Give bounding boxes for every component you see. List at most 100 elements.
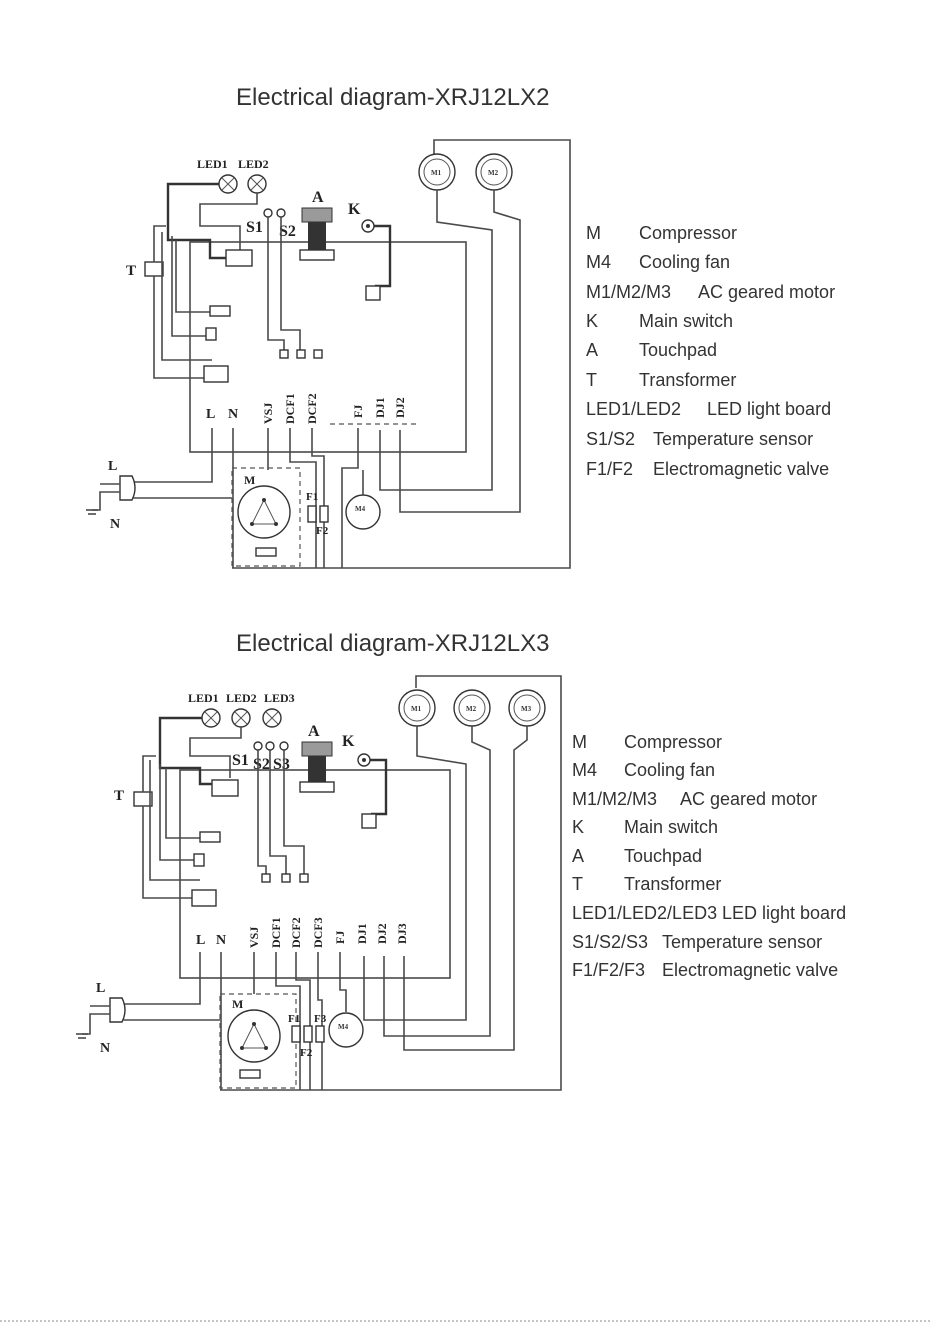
m2-motor: M2 [475,153,513,191]
led-wire [166,182,226,260]
f3-label-2: F3 [314,1013,327,1025]
legend-1-desc-7: Temperature sensor [653,429,813,449]
legend-2-key-3: K [572,817,584,837]
legend-1-desc-6: LED light board [707,399,831,419]
terminal-fj-2: FJ [333,931,347,944]
legend-2-key-5: T [572,874,583,894]
led2-wire-2 [189,727,242,778]
led2-wire [199,193,258,250]
valve-f1 [307,505,317,523]
s2-socket [296,349,306,359]
led3-label-2: LED3 [264,691,295,705]
diagram-2-title: Electrical diagram-XRJ12LX3 [236,630,550,657]
dcf3-wire-2 [317,952,323,1090]
legend-2-key-4: A [572,846,584,866]
legend-1-key-8: F1/F2 [586,459,633,479]
power-plug: L N [86,459,232,532]
s2-wire [280,217,301,350]
diagram-2: M1 M2 M3 LED1 LED2 [76,675,846,1091]
compressor-m: M [237,473,291,557]
legend-1-key-0: M [586,223,601,243]
compressor-box-2 [219,993,297,1089]
m1-wire [379,190,493,491]
led-wire-2 [158,716,214,786]
t-wire-d [175,240,212,313]
n-terminal-label: N [228,407,238,422]
t2-wire-b [149,760,200,881]
f2-label: F2 [316,525,329,537]
legend-2-desc-4: Touchpad [624,846,702,866]
connector-led [225,249,253,267]
valve-f2-2 [303,1025,313,1043]
terminal-dcf1-2: DCF1 [269,917,283,948]
connector-t [203,365,229,383]
legend-1-desc-4: Touchpad [639,340,717,360]
m3-wire-2 [403,726,528,1051]
k-label: K [348,201,361,218]
t-wire-b [161,232,212,361]
legend-2-desc-0: Compressor [624,732,722,752]
sensor-s1: S1 [246,208,273,236]
m1-label: M1 [431,169,442,177]
terminal-dcf3-2: DCF3 [311,917,325,948]
plug-n-label-2: N [100,1041,110,1056]
cooling-fan-m4: M4 [345,494,381,530]
control-board [189,241,467,453]
s1-socket [279,349,289,359]
s1-label-2: S1 [232,752,249,769]
t-label: T [126,263,136,279]
legend-1-key-6: LED1/LED2 [586,399,681,419]
legend-1-desc-3: Main switch [639,311,733,331]
compressor-box [231,467,301,567]
terminal-dcf2-2: DCF2 [289,917,303,948]
led1-2: LED1 [188,691,221,728]
connector-led-2 [211,779,239,797]
f1-label-2: F1 [288,1013,300,1025]
legend-1-key-7: S1/S2 [586,429,635,449]
m3-label-2: M3 [521,705,532,713]
connector-a [205,327,217,341]
led1-label-2: LED1 [188,691,219,705]
legend-2-key-8: F1/F2/F3 [572,960,645,980]
legend-2-desc-1: Cooling fan [624,760,715,780]
s3-wire-2 [283,750,305,874]
m4-label: M4 [355,505,366,513]
t2-wire-d [165,768,200,839]
terminal-dj1: DJ1 [373,397,387,418]
s3-label-2: S3 [273,756,290,773]
legend-1-key-3: K [586,311,598,331]
touchpad-a: A [299,189,335,261]
legend-2: M Compressor M4 Cooling fan M1/M2/M3 AC … [572,732,846,980]
s3-socket-2 [299,873,309,883]
f2-label-2: F2 [300,1047,313,1059]
valve-f2 [319,505,329,523]
plug-l-label-2: L [96,981,105,996]
s2-wire-2 [269,750,287,874]
diagram-1: M1 M2 LED1 LED2 T [86,139,835,569]
t2-wire-top [142,755,156,792]
cooling-fan-m4-2: M4 [328,1012,364,1048]
legend-1-key-5: T [586,370,597,390]
t2-wire-bottom [142,806,194,899]
plug-n-label: N [110,517,120,532]
sensor-s2: S2 [276,208,296,240]
s2-socket-2 [281,873,291,883]
connector-lamp [209,305,231,317]
diagram-1-title: Electrical diagram-XRJ12LX2 [236,84,550,111]
motor-supply-wire [232,139,571,569]
led3-2: LED3 [262,691,295,728]
led2-label: LED2 [238,157,269,171]
transformer: T [126,261,164,279]
connector-a-2 [193,853,205,867]
touchpad-a-2: A [299,723,335,793]
a-label: A [312,189,324,206]
led2-2: LED2 [226,691,257,728]
l-wire [132,428,213,483]
connector-lamp-2 [199,831,221,843]
legend-2-key-6: LED1/LED2/LED3 [572,903,717,923]
n-terminal-label-2: N [216,933,226,948]
legend-2-desc-7: Temperature sensor [662,932,822,952]
s1-socket-2 [261,873,271,883]
terminal-dj2-2: DJ2 [375,923,389,944]
